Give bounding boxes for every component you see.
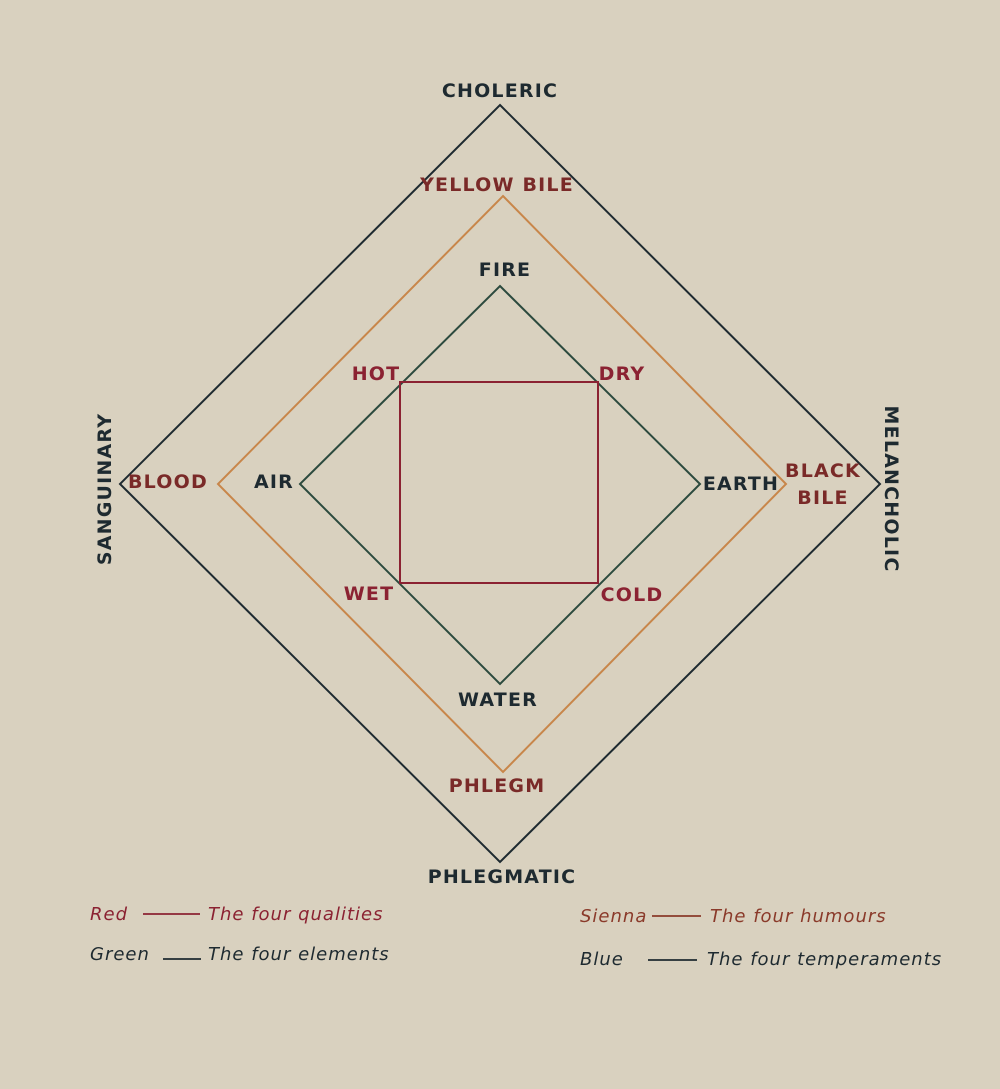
legend-blue-key: Blue <box>580 949 624 970</box>
quality-hot-label: HOT <box>352 363 401 385</box>
legend-green-desc: The four elements <box>208 944 390 965</box>
element-right-label: EARTH <box>703 473 779 495</box>
humour-right-label-line2: BILE <box>797 487 848 509</box>
legend-sienna-key: Sienna <box>580 906 647 927</box>
legend-green-key: Green <box>90 944 150 965</box>
legend-blue-desc: The four temperaments <box>707 949 942 970</box>
temperament-bottom-label: PHLEGMATIC <box>428 866 577 888</box>
legend-red-desc: The four qualities <box>208 904 383 925</box>
element-top-label: FIRE <box>479 259 531 281</box>
elements-square <box>298 284 702 686</box>
temperament-left-label: SANGUINARY <box>94 413 116 565</box>
humour-right-label-line1: BLACK <box>785 460 861 482</box>
qualities-square <box>399 381 599 584</box>
element-left-label: AIR <box>254 471 294 493</box>
legend-sienna-desc: The four humours <box>710 906 887 927</box>
temperament-right-label: MELANCHOLIC <box>880 406 902 573</box>
humour-left-label: BLOOD <box>128 471 208 493</box>
temperaments-square <box>118 103 882 864</box>
quality-dry-label: DRY <box>599 363 646 385</box>
quality-wet-label: WET <box>344 583 395 605</box>
quality-cold-label: COLD <box>601 584 664 606</box>
element-bottom-label: WATER <box>458 689 538 711</box>
legend-red-key: Red <box>90 904 128 925</box>
temperament-top-label: CHOLERIC <box>442 80 558 102</box>
humour-bottom-label: PHLEGM <box>449 775 546 797</box>
humours-square <box>216 194 788 774</box>
humour-top-label: YELLOW BILE <box>419 174 574 196</box>
